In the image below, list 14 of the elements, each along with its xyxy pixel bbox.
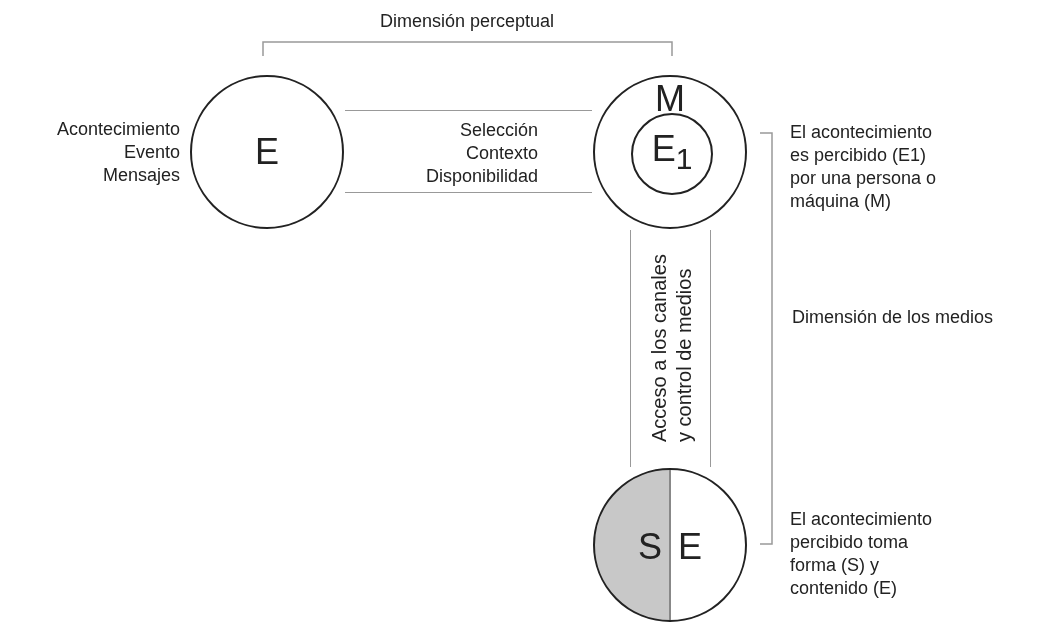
circle-letter: S	[638, 527, 662, 567]
band-text: Acceso a los canales y control de medios	[647, 253, 696, 442]
dimension-label: Dimensión perceptual	[378, 10, 556, 33]
node-caption: El acontecimiento es percibido (E1) por una persona o máquina (M)	[790, 121, 938, 213]
node-caption: El acontecimiento percibido toma forma (S) y contenido (E)	[790, 508, 934, 600]
band	[630, 230, 711, 467]
band-text: Selección Contexto Disponibilidad	[424, 119, 538, 188]
circle-letter: E	[255, 132, 279, 172]
circle-letter: M	[654, 79, 686, 119]
dimension-label: Dimensión de los medios	[792, 306, 995, 329]
node-caption: Acontecimiento Evento Mensajes	[55, 118, 180, 187]
band	[345, 110, 592, 193]
circle-letter: E	[678, 527, 702, 567]
circle-letter: E$_{1}$	[651, 128, 693, 178]
